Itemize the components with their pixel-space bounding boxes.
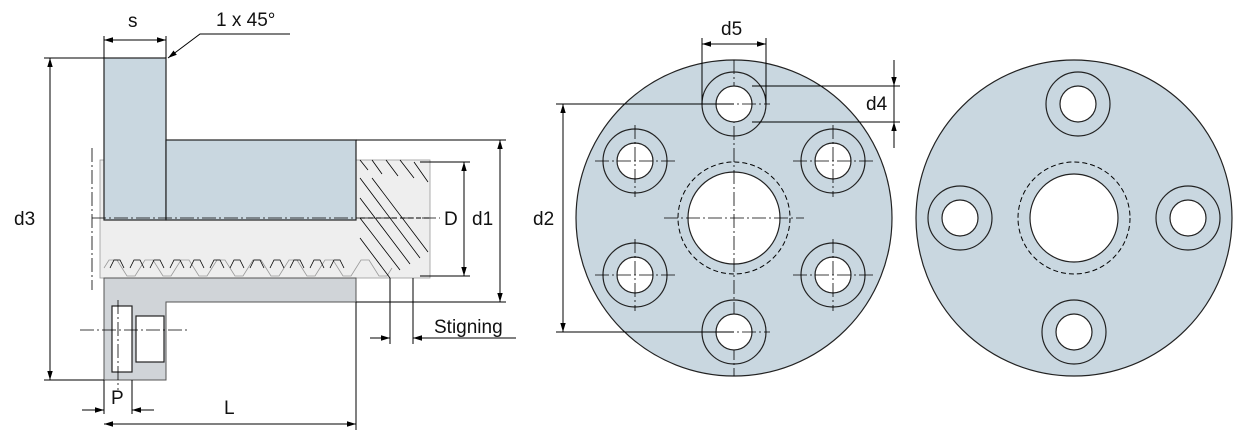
front-view-six-holes: d5 d4 d2 [533,19,900,377]
nut-body [165,139,357,221]
label-stigning: Stigning [434,317,503,338]
bolt-hole-right-b [1155,185,1221,251]
side-view: s 1 x 45° d3 D d1 Stigning P L [14,10,516,430]
label-P: P [111,388,124,409]
bolt-hole-bottom-b [1041,299,1107,365]
bolt-hole-lower-left [595,239,675,311]
label-chamfer: 1 x 45° [216,10,275,31]
nut-lower-section [103,259,357,381]
label-D: D [444,209,458,230]
flange-plate [103,57,167,221]
label-s: s [128,11,138,32]
bolt-hole-upper-right [793,125,873,197]
bolt-hole-top-b [1045,71,1111,137]
label-d4: d4 [866,94,888,115]
front-view-four-holes [915,59,1233,377]
label-d5: d5 [721,19,742,40]
label-d3: d3 [14,209,35,230]
bolt-hole-upper-left [595,125,675,197]
label-L: L [224,398,235,419]
bolt-hole-left-b [927,185,993,251]
label-d1: d1 [472,209,493,230]
bolt-hole-lower-right [793,239,873,311]
label-d2: d2 [533,209,554,230]
